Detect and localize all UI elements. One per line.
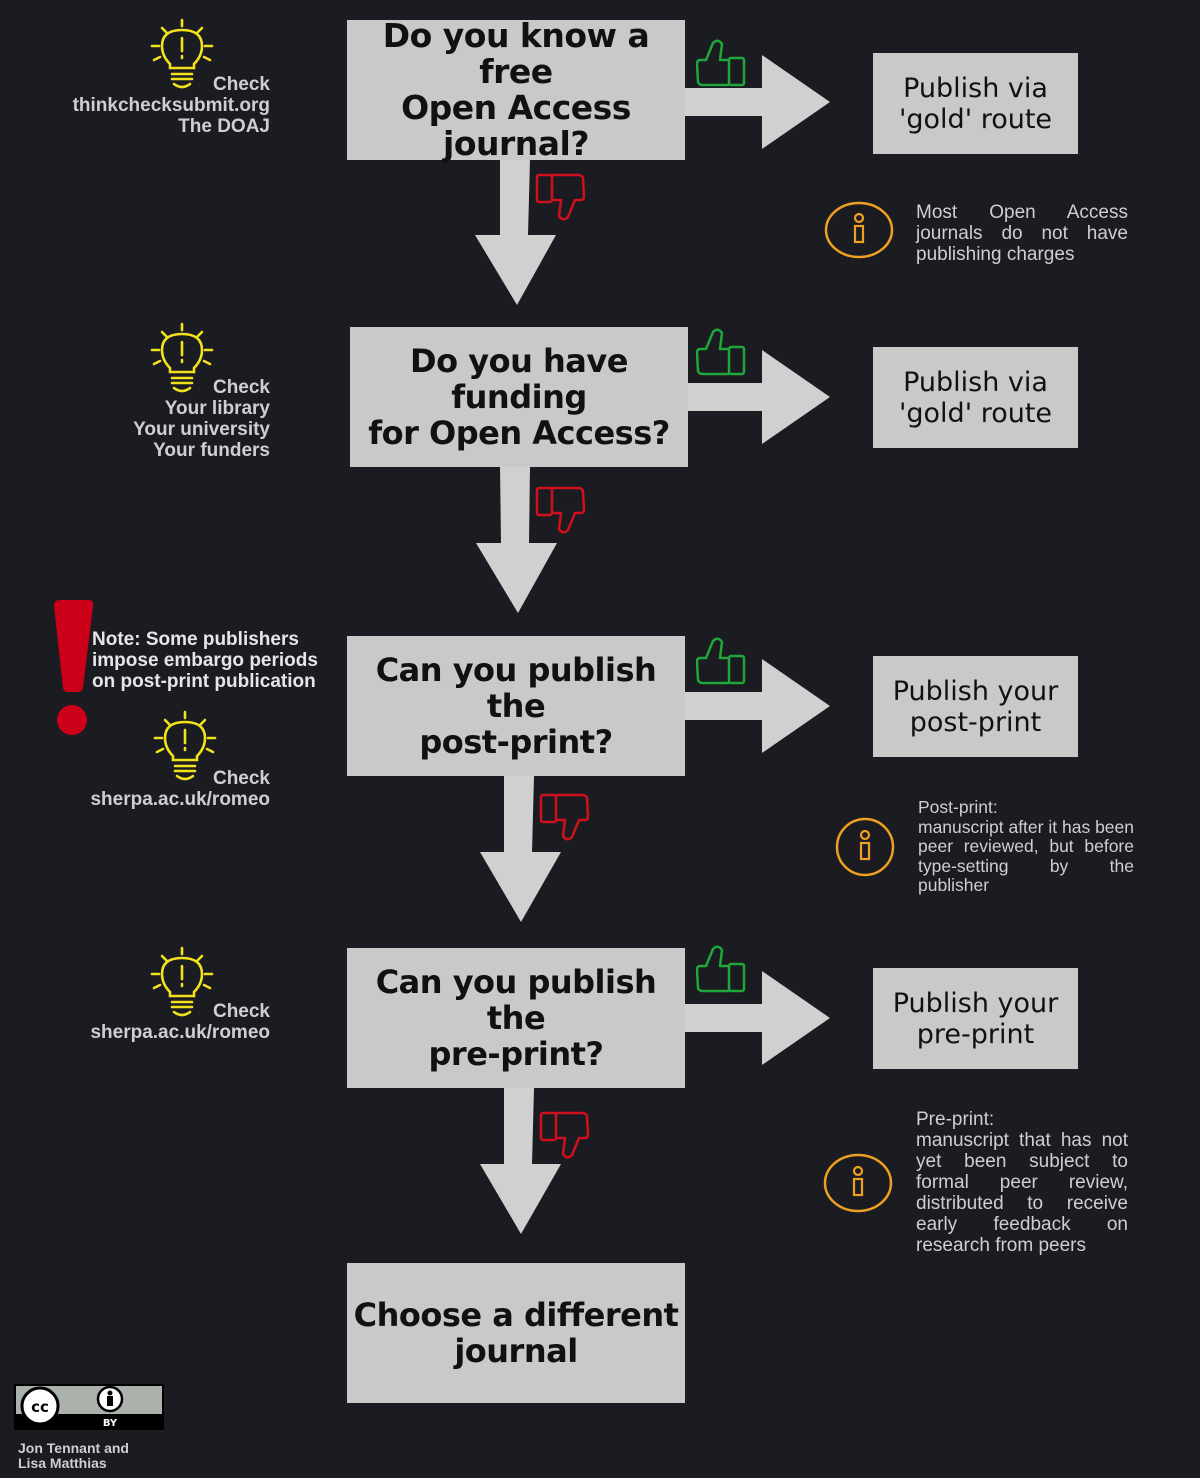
info-pre-print: Pre-print: manuscript that has not yet b… <box>916 1109 1128 1256</box>
info-line: manuscript that has not yet been subject… <box>916 1130 1128 1256</box>
right-arrow-1 <box>684 55 830 149</box>
tip-line: sherpa.ac.uk/romeo <box>90 789 270 810</box>
info-line: manuscript after it has been peer review… <box>918 816 1134 895</box>
question-line: journal? <box>443 124 589 163</box>
right-arrow-4 <box>684 971 830 1065</box>
question-line: Do you have funding <box>410 342 628 416</box>
result-box-gold-1: Publish via 'gold' route <box>873 53 1078 154</box>
right-arrow-3 <box>684 659 830 753</box>
result-line: 'gold' route <box>898 397 1053 429</box>
right-arrow-2 <box>686 350 830 444</box>
embargo-note: Note: Some publishers impose embargo per… <box>92 629 318 692</box>
question-box-pre-print: Can you publish the pre-print? <box>347 948 685 1088</box>
result-line: 'gold' route <box>898 103 1053 135</box>
result-box-gold-2: Publish via 'gold' route <box>873 347 1078 448</box>
question-line: Do you know a free <box>382 16 650 91</box>
cc-glyph: cc <box>31 1398 49 1416</box>
question-line: post-print? <box>419 723 613 761</box>
tip-check-label: Check <box>212 1001 270 1022</box>
question-line: for Open Access? <box>368 414 670 452</box>
lightbulb-icon <box>150 322 214 393</box>
tip-pre-print: Check sherpa.ac.uk/romeo <box>90 1001 270 1043</box>
by-label: BY <box>103 1418 118 1429</box>
info-line: Most Open Access journals do not have pu… <box>916 202 1128 265</box>
tip-check-label: Check <box>212 768 270 789</box>
thumbs-up-icon <box>696 328 746 376</box>
info-icon <box>823 1153 893 1213</box>
question-box-funding: Do you have funding for Open Access? <box>350 327 688 467</box>
question-line: Choose a different <box>353 1296 679 1334</box>
result-line: Publish your <box>892 675 1059 707</box>
question-line: Can you publish the <box>375 651 657 725</box>
question-line: Can you publish the <box>375 963 657 1037</box>
down-arrow-3 <box>480 776 561 922</box>
credit-line: Jon Tennant and <box>18 1440 129 1456</box>
tip-free-oa: Check thinkchecksubmit.org The DOAJ <box>73 74 270 137</box>
tip-line: The DOAJ <box>178 116 270 137</box>
info-line: Post-print: <box>918 797 998 817</box>
question-line: Open Access <box>401 88 631 127</box>
note-line: impose embargo periods <box>92 650 318 671</box>
thumbs-up-icon <box>696 637 746 685</box>
tip-line: sherpa.ac.uk/romeo <box>90 1022 270 1043</box>
info-oa-charges: Most Open Access journals do not have pu… <box>916 202 1128 265</box>
lightbulb-icon <box>150 18 214 89</box>
final-box-different-journal: Choose a different journal <box>347 1263 685 1403</box>
question-line: pre-print? <box>428 1035 604 1073</box>
down-arrow-1 <box>475 160 556 305</box>
result-line: Publish via <box>903 72 1048 104</box>
exclamation-icon <box>54 600 94 735</box>
info-icon <box>824 201 894 259</box>
tip-check-label: Check <box>212 377 270 398</box>
cc-by-license-icon: cc BY <box>14 1384 164 1430</box>
thumbs-down-icon <box>539 793 590 841</box>
thumbs-up-icon <box>696 945 746 993</box>
info-post-print: Post-print: manuscript after it has been… <box>918 797 1134 896</box>
result-box-pre-print: Publish your pre-print <box>873 968 1078 1069</box>
result-line: pre-print <box>916 1018 1035 1050</box>
result-line: Publish via <box>903 366 1048 398</box>
lightbulb-icon <box>153 710 217 781</box>
thumbs-up-icon <box>696 39 746 87</box>
tip-line: Your university <box>133 419 270 440</box>
credit-line: Lisa Matthias <box>18 1455 107 1471</box>
lightbulb-icon <box>150 946 214 1017</box>
result-line: post-print <box>909 706 1042 738</box>
info-icon <box>835 817 895 877</box>
tip-line: Your library <box>164 398 270 419</box>
tip-funding: Check Your library Your university Your … <box>133 377 270 461</box>
tip-check-label: Check <box>212 74 270 95</box>
author-credit: Jon Tennant and Lisa Matthias <box>18 1441 129 1471</box>
thumbs-down-icon <box>539 1111 590 1159</box>
thumbs-down-icon <box>535 173 586 221</box>
question-box-free-oa-journal: Do you know a free Open Access journal? <box>347 16 685 163</box>
result-line: Publish your <box>892 987 1059 1019</box>
down-arrow-2 <box>476 467 557 613</box>
question-line: journal <box>454 1332 578 1370</box>
question-box-post-print: Can you publish the post-print? <box>347 636 685 776</box>
info-line: Pre-print: <box>916 1109 995 1130</box>
tip-post-print: Check sherpa.ac.uk/romeo <box>90 768 270 810</box>
note-line: on post-print publication <box>92 671 316 692</box>
tip-line: Your funders <box>153 440 270 461</box>
result-box-post-print: Publish your post-print <box>873 656 1078 757</box>
note-line: Note: Some publishers <box>92 629 299 650</box>
tip-line: thinkchecksubmit.org <box>72 95 270 116</box>
thumbs-down-icon <box>535 486 586 534</box>
down-arrow-4 <box>480 1088 561 1234</box>
